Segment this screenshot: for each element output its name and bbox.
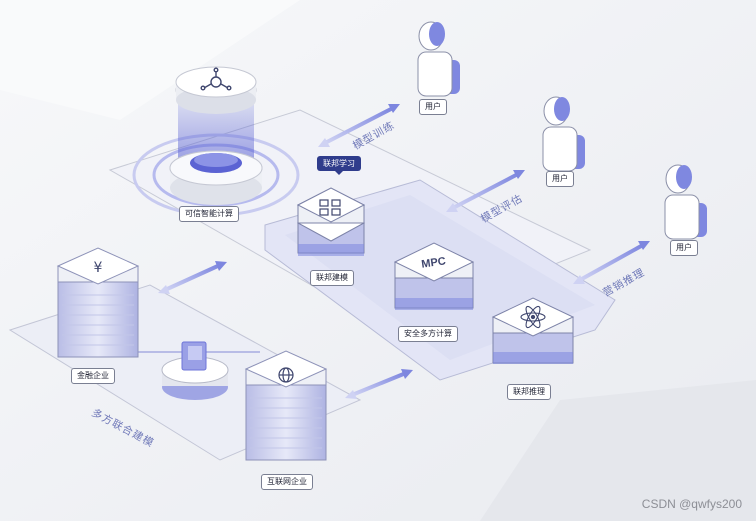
- module-label-inference: 联邦推理: [507, 384, 551, 400]
- user-icon-2: [542, 96, 585, 172]
- module-label-federated-modeling: 联邦建模: [310, 270, 354, 286]
- network-node-icon: [200, 67, 232, 91]
- atom-icon: [520, 305, 546, 329]
- platform-label: 可信智能计算: [179, 206, 239, 222]
- user-label-3: 用户: [670, 240, 698, 256]
- arrow-evaluation: [446, 170, 525, 212]
- mpc-icon: MPC: [421, 255, 447, 270]
- trusted-compute-device: [132, 66, 300, 217]
- finance-server: ¥: [56, 247, 140, 358]
- yen-icon: ¥: [94, 260, 103, 276]
- user-icon-3: [664, 164, 707, 240]
- user-icon-1: [417, 21, 460, 97]
- user-label-2: 用户: [546, 171, 574, 187]
- module-label-mpc: 安全多方计算: [398, 326, 458, 342]
- module-cube-federated-modeling: [296, 187, 366, 256]
- arrow-training: [318, 104, 400, 147]
- arrow-marketing: [573, 241, 650, 284]
- data-exchange-disk: [161, 341, 229, 400]
- federated-learning-badge: 联邦学习: [317, 156, 361, 175]
- module-cube-mpc: MPC: [393, 242, 475, 310]
- user-label-1: 用户: [419, 99, 447, 115]
- watermark: CSDN @qwfys200: [641, 497, 742, 511]
- globe-icon: [278, 367, 294, 383]
- grid-icon: [319, 199, 341, 216]
- finance-label: 金融企业: [71, 368, 115, 384]
- internet-label: 互联网企业: [261, 474, 313, 490]
- arrow-internet: [345, 369, 413, 399]
- arrow-finance: [158, 261, 227, 294]
- internet-server: [244, 350, 328, 461]
- module-cube-inference: [491, 297, 575, 364]
